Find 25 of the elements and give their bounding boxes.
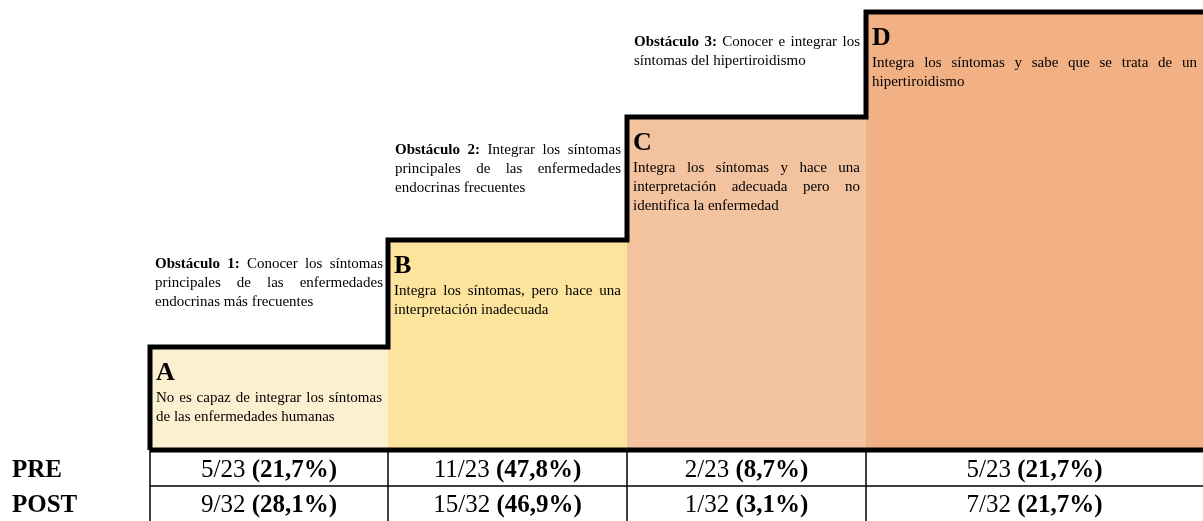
obstacle-note: Obstáculo 3: Conocer e integrar los síntomas del hipertiroidismo bbox=[634, 32, 860, 70]
row-header: PRE bbox=[11, 454, 63, 483]
level-description: Integra los síntomas, pero hace una interpretación inadecuada bbox=[394, 281, 621, 319]
result-value: 1/32 (3,1%) bbox=[684, 489, 809, 518]
level-description: Integra los síntomas y hace una interpretación adecuada pero no identifica la enfermedad bbox=[633, 158, 860, 215]
row-header: POST bbox=[11, 489, 79, 518]
level-column bbox=[388, 240, 627, 450]
level-letter: A bbox=[156, 359, 176, 385]
result-value: 5/23 (21,7%) bbox=[966, 454, 1103, 483]
result-value: 7/32 (21,7%) bbox=[966, 489, 1103, 518]
obstacle-note: Obstáculo 1: Conocer los síntomas principales de las enfermedades endocrinas más frecuentes bbox=[155, 254, 383, 311]
level-letter: B bbox=[394, 252, 413, 278]
level-letter: D bbox=[872, 24, 892, 50]
level-letter: C bbox=[633, 129, 653, 155]
level-column bbox=[150, 347, 388, 450]
obstacle-note: Obstáculo 2: Integrar los síntomas principales de las enfermedades endocrinas frecuentes bbox=[395, 140, 621, 197]
level-description: No es capaz de integrar los síntomas de las enfermedades humanas bbox=[156, 388, 382, 426]
level-column bbox=[627, 117, 866, 450]
result-value: 11/23 (47,8%) bbox=[433, 454, 582, 483]
level-column bbox=[866, 12, 1203, 450]
result-value: 15/32 (46,9%) bbox=[433, 489, 582, 518]
result-value: 9/32 (28,1%) bbox=[200, 489, 338, 518]
level-description: Integra los síntomas y sabe que se trata de un hipertiroidismo bbox=[872, 53, 1197, 91]
result-value: 5/23 (21,7%) bbox=[200, 454, 338, 483]
result-value: 2/23 (8,7%) bbox=[684, 454, 809, 483]
